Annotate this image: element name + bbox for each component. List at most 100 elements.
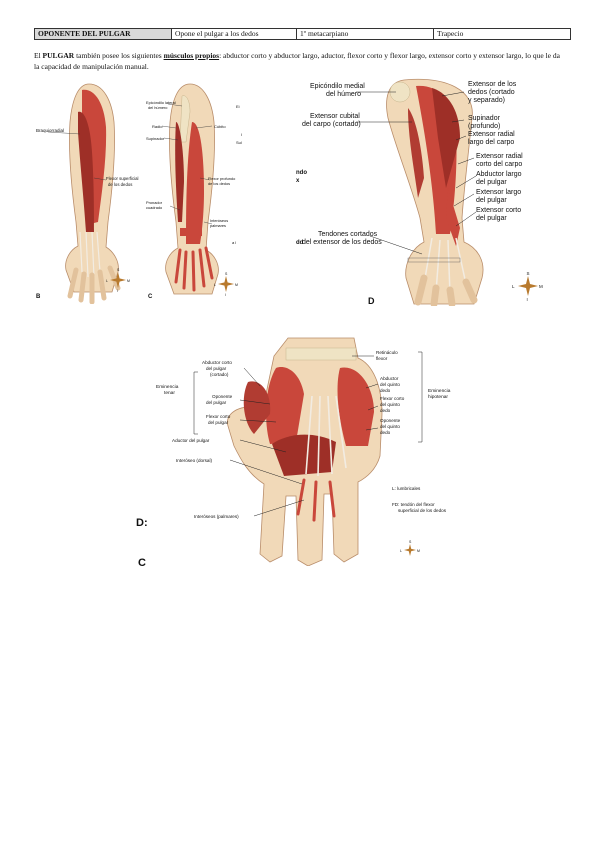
label-tenar: tenar	[164, 390, 175, 396]
table-cell-muscle: OPONENTE DEL PULGAR	[34, 28, 172, 40]
side-mark-1: Ei	[236, 104, 240, 109]
retinaculum	[285, 347, 357, 361]
label-supinador: Supinador	[468, 115, 501, 122]
extensor-carpi-ulnaris	[408, 108, 424, 198]
label-del-quinto-1: del quinto	[380, 382, 400, 387]
label-retinaculo: Retináculo	[376, 350, 398, 355]
legend-fd-tendon-2: superficial de los dedos	[398, 508, 447, 513]
svg-text:S: S	[527, 271, 530, 276]
label-dedos-cortado: dedos (cortado	[468, 89, 515, 96]
svg-text:S: S	[225, 272, 228, 276]
interossei	[296, 478, 336, 522]
intro-bold-term: PULGAR	[42, 51, 75, 60]
side-mark-4: a l	[232, 240, 236, 245]
figure-letter-c: C	[148, 294, 153, 300]
label-abductor-largo: Abductor largo	[476, 171, 522, 178]
svg-text:L: L	[106, 279, 108, 283]
cut-mark-x: x	[296, 178, 300, 184]
label-extensor-corto-pulgar: del pulgar	[476, 215, 507, 222]
label-dedo-1: dedo	[380, 388, 391, 393]
pronator-quadratus	[180, 228, 202, 236]
label-del-pulgar: del pulgar	[206, 366, 227, 371]
svg-text:M: M	[417, 549, 420, 553]
label-extensor-largo: Extensor largo	[476, 189, 521, 196]
label-extensor-de-los: Extensor de los	[468, 81, 517, 88]
abductor-pollicis	[446, 188, 460, 246]
flexor-profundus-muscle	[186, 122, 204, 244]
table-cell-action: Opone el pulgar a los dedos	[171, 28, 297, 40]
label-epicondilo-lateral: Epicóndilo lateral	[146, 100, 176, 105]
svg-text:L: L	[512, 284, 515, 289]
label-cubito: Cúbito	[214, 124, 226, 129]
label-eminencia-hipotenar: Eminencia	[428, 388, 451, 394]
label-abductor-corto: Abductor corto	[202, 360, 232, 365]
adductor-pollicis	[272, 434, 336, 476]
hypothenar-muscles	[337, 367, 374, 446]
intro-text-2: también posee los siguientes	[74, 51, 164, 60]
figure-c-forearm-deep: Epicóndilo lateral del húmero Radio Supi…	[146, 82, 246, 304]
label-del-carpo-cortado: del carpo (cortado)	[302, 121, 361, 128]
label-corto-del-carpo: corto del carpo	[476, 161, 522, 168]
intro-text-3: : abductor corto y abductor largo, aduct…	[34, 51, 560, 71]
label-oponente: Oponente	[212, 394, 233, 399]
label-flexor-superficial-2: de los dedos	[108, 182, 132, 187]
cut-mark-dd: dd	[296, 240, 304, 246]
label-flexor-profundo: Flexor profundo	[208, 176, 235, 181]
label-del-humero: del húmero	[326, 91, 361, 98]
svg-text:S: S	[409, 540, 412, 544]
label-de-los-dedos: de los dedos	[208, 181, 230, 186]
label-extensor-radial-largo: Extensor radial	[468, 131, 515, 138]
figure-letter-d: D	[368, 296, 375, 306]
label-largo-del-carpo: largo del carpo	[468, 139, 514, 146]
label-del-extensor-de-los-dedos: del extensor de los dedos	[302, 239, 382, 246]
svg-text:M: M	[539, 284, 543, 289]
label-aductor-del-pulgar: Aductor del pulgar	[172, 438, 210, 443]
label-supinador: Supinador	[146, 136, 165, 141]
legend-fd-tendon: FD: tendón del flexor	[392, 502, 435, 507]
label-y-separado: y separado)	[468, 97, 505, 104]
label-cortado: (cortado)	[210, 372, 229, 377]
muscle-table-row: OPONENTE DEL PULGAR Opone el pulgar a lo…	[34, 28, 571, 40]
cut-mark-d: D:	[136, 517, 148, 529]
intro-text-1: El	[34, 51, 43, 60]
cut-tendons	[423, 237, 467, 295]
label-flexor: flexor	[376, 356, 388, 361]
thenar-bracket	[193, 371, 198, 435]
cut-mark-ndo: ndo	[296, 170, 307, 176]
side-mark-2: I	[241, 132, 242, 137]
extensor-digitorum	[432, 88, 460, 188]
leader-lines	[229, 355, 379, 517]
label-flexor-superficial: Flexor superficial	[106, 176, 139, 181]
svg-text:L: L	[400, 549, 402, 553]
figure-hand-palmar-muscles: Abductor corto del pulgar (cortado) Emin…	[136, 334, 464, 566]
label-del-quinto-2: del quinto	[380, 402, 400, 407]
label-del-quinto-3: del quinto	[380, 424, 400, 429]
supinator-muscle	[175, 122, 184, 222]
label-radio: Radio	[152, 124, 163, 129]
label-interoseo-dorsal: Interóseo (dorsal)	[176, 458, 212, 463]
label-epicondilo-medial: Epicóndilo medial	[310, 83, 365, 90]
hypothenar-bracket	[418, 351, 423, 443]
fingers-shape	[414, 274, 478, 306]
intro-underlined-term: músculos propios	[163, 51, 220, 60]
legend-lumbricales: L: lumbricales	[392, 486, 421, 491]
tendons	[79, 231, 101, 278]
svg-text:I: I	[117, 289, 118, 293]
label-flexor-corto: Flexor corto	[206, 414, 231, 419]
svg-text:S: S	[117, 268, 120, 272]
label-dedo-3: dedo	[380, 430, 391, 435]
label-eminencia-tenar: Eminencia	[156, 384, 179, 390]
table-cell-insertion: 1º metacarpiano	[296, 28, 434, 40]
label-abductor: Abductor	[380, 376, 399, 381]
label-extensor-largo-pulgar: del pulgar	[476, 197, 507, 204]
fingers-shape	[67, 265, 121, 304]
compass-icon: L M S I	[214, 272, 238, 297]
figure-b-forearm-superficial: Braquiorradial Flexor superficial de los…	[34, 82, 144, 304]
svg-text:M: M	[235, 283, 238, 287]
table-cell-origin: Trapecio	[433, 28, 571, 40]
svg-text:I: I	[225, 293, 226, 297]
label-extensor-corto: Extensor corto	[476, 207, 521, 214]
label-oponente-del-pulgar: del pulgar	[206, 400, 227, 405]
label-cuadrado: cuadrado	[146, 205, 162, 210]
